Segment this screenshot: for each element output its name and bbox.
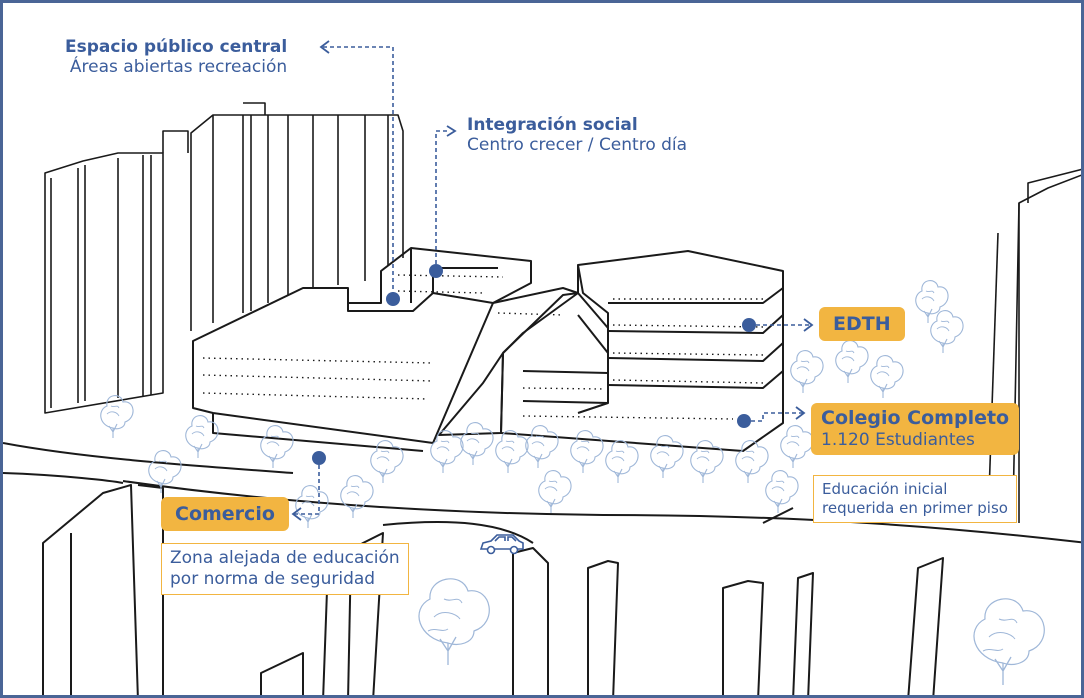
building-connector <box>438 287 579 436</box>
urban-sketch <box>3 40 1081 695</box>
roads <box>3 442 1081 544</box>
tag-edth: EDTH <box>819 307 905 341</box>
label-subtitle: Centro crecer / Centro día <box>467 135 688 155</box>
note-line: por norma de seguridad <box>170 569 376 589</box>
car-icon <box>479 534 524 555</box>
note-zona: Zona alejada de educación por norma de s… <box>161 543 409 595</box>
note-line: Zona alejada de educación <box>170 548 400 568</box>
label-title: Espacio público central <box>65 37 288 57</box>
label-integracion-social: Integración social Centro crecer / Centr… <box>467 115 687 155</box>
tag-colegio: Colegio Completo 1.120 Estudiantes <box>811 403 1020 455</box>
label-subtitle: Áreas abiertas recreación <box>69 57 288 77</box>
tag-subtitle: 1.120 Estudiantes <box>821 430 975 450</box>
tower-left <box>44 130 189 414</box>
label-title: Integración social <box>467 115 638 135</box>
building-left <box>192 247 532 452</box>
tower-back <box>190 102 404 331</box>
note-educacion-inicial: Educación inicial requerida en primer pi… <box>813 475 1017 523</box>
building-right <box>500 250 784 452</box>
label-espacio-publico: Espacio público central Áreas abiertas r… <box>65 37 287 77</box>
tag-title: Colegio Completo <box>821 407 1010 429</box>
foreground-buildings <box>42 484 944 695</box>
tag-comercio: Comercio <box>161 497 289 531</box>
note-line: Educación inicial <box>822 480 948 498</box>
tower-right <box>987 168 1081 524</box>
note-line: requerida en primer piso <box>822 499 1008 517</box>
